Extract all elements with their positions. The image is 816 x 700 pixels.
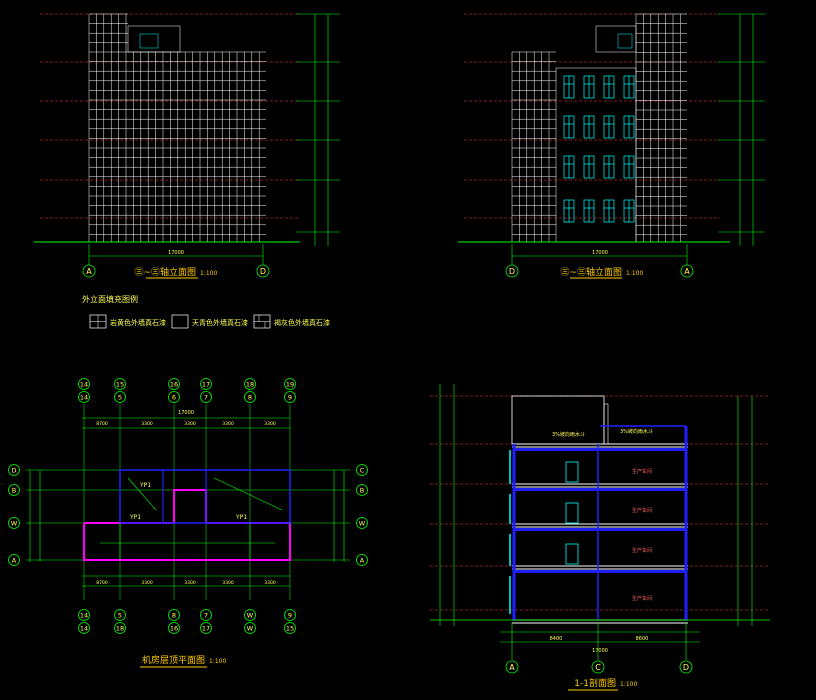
roof-slope-label-2: 3%坡向雨水斗: [620, 428, 653, 435]
material-legend: 外立面填充图例 岩黄色外墙真石漆 天青色外墙真石漆 褐灰色外墙真石漆: [82, 294, 330, 329]
window-bands: [563, 75, 635, 223]
plan-axis-label: D: [11, 467, 16, 475]
section-axis-c: C: [595, 663, 601, 672]
bottom-dim-2: 8600: [636, 636, 649, 642]
section-1-1: 生产车间 生产车间 生产车间 生产车间 3%坡向雨水斗 3%坡向雨水斗 1700…: [430, 384, 770, 691]
section-total-dim: 17000: [592, 648, 608, 654]
plan-dim-text: 3300: [141, 580, 153, 586]
level-lines: [464, 13, 720, 219]
total-dimension: 17000: [168, 250, 184, 256]
plan-axis-label: 16: [170, 625, 178, 633]
elevation-title: ㊂~㊂轴立面图: [560, 266, 622, 278]
dimension-chain-right: [718, 13, 765, 246]
plan-axis-lines: [26, 404, 350, 600]
yp-label-3: YP1: [139, 482, 151, 489]
plan-axis-label: W: [359, 520, 366, 528]
legend-heading: 外立面填充图例: [82, 294, 138, 304]
axis-label-right: A: [684, 267, 690, 276]
plan-axis-label: 14: [80, 625, 88, 633]
curtain-wall-grid: [88, 13, 266, 242]
legend-item-3: 褐灰色外墙真石漆: [274, 318, 330, 327]
elevation-left: A D 17000 ㊂~㊂轴立面图 1:100: [34, 13, 340, 279]
plan-axis-label: W: [11, 520, 18, 528]
elevation-right: D A 17000 ㊂~㊂轴立面图 1:100: [458, 13, 765, 279]
plan-axis-label: 5: [118, 612, 122, 620]
plan-total-dim: 17000: [178, 410, 194, 416]
plan-axis-label: 7: [204, 612, 208, 620]
plan-axis-label: 15: [116, 381, 124, 389]
plan-axis-label: A: [360, 557, 365, 565]
plan-dimension-lines: [29, 417, 345, 587]
plan-dim-text: 8700: [96, 421, 108, 427]
plan-axis-label: B: [12, 487, 16, 495]
axis-label-left: D: [509, 267, 515, 276]
elevation-scale: 1:100: [626, 270, 643, 277]
machine-room-wall: [119, 469, 291, 524]
facade-grid: [511, 13, 687, 243]
yp-label-1: YP1: [129, 514, 141, 521]
roof-parapet-outline: [83, 489, 291, 561]
plan-axis-label: A: [12, 557, 17, 565]
room-label-4: 生产车间: [632, 468, 652, 475]
plan-axis-label: 16: [170, 381, 178, 389]
roof-plan: YP1 YP1 YP1 17000 8700 8700 3300 3300 3300 33…: [8, 378, 368, 668]
plan-axis-label: 15: [286, 625, 294, 633]
plan-axis-label: 14: [80, 612, 88, 620]
plan-dim-text: 3300: [264, 580, 276, 586]
section-dim-chains: [439, 384, 753, 643]
plan-dim-text: 3300: [141, 421, 153, 427]
legend-item-1: 岩黄色外墙真石漆: [110, 318, 166, 327]
section-scale: 1:100: [620, 681, 637, 688]
plan-axis-label: 9: [288, 612, 292, 620]
plan-axis-label: W: [247, 612, 254, 620]
plan-axis-label: 18: [116, 625, 124, 633]
plan-axis-label: 17: [202, 625, 210, 633]
room-label-3: 生产车间: [632, 507, 652, 514]
roof-slope-label-1: 3%坡向雨水斗: [552, 431, 585, 438]
plan-dim-text: 3300: [184, 421, 196, 427]
plan-axis-label: C: [360, 467, 365, 475]
plan-axis-label: 14: [80, 394, 88, 402]
plan-axis-label: 6: [172, 394, 176, 402]
plan-axis-label: 8: [248, 394, 252, 402]
section-title: 1-1剖面图: [574, 677, 616, 689]
plan-dim-text: 3300: [222, 580, 234, 586]
floor-slabs: [512, 443, 688, 624]
level-lines: [430, 395, 770, 611]
room-label-1: 生产车间: [632, 595, 652, 602]
legend-item-2: 天青色外墙真石漆: [192, 318, 248, 327]
plan-dim-text: 3300: [264, 421, 276, 427]
plan-dim-text: 3300: [184, 580, 196, 586]
section-axis-d: D: [683, 663, 689, 672]
plan-axis-label: W: [247, 625, 254, 633]
room-label-2: 生产车间: [632, 547, 652, 554]
bottom-dim-1: 8400: [550, 636, 563, 642]
elevation-scale: 1:100: [200, 270, 217, 277]
level-lines: [40, 13, 300, 219]
plan-axis-label: B: [360, 487, 364, 495]
plan-axis-label: 17: [202, 381, 210, 389]
axis-label-right: D: [260, 267, 266, 276]
plan-axis-label: 7: [204, 394, 208, 402]
plan-dim-text: 8700: [96, 580, 108, 586]
yp-label-2: YP1: [235, 514, 247, 521]
plan-axis-label: 14: [80, 381, 88, 389]
plan-title: 机房层顶平面图: [142, 654, 205, 666]
plan-axis-label: 5: [118, 394, 122, 402]
plan-axis-label: 18: [246, 381, 254, 389]
total-dimension: 17000: [592, 250, 608, 256]
plan-axis-label: 19: [286, 381, 294, 389]
plan-dimension-texts: 8700 8700 3300 3300 3300 3300 3300 3300 3300 3300: [96, 421, 276, 586]
axis-label-left: A: [86, 267, 92, 276]
plan-axis-label: 9: [288, 394, 292, 402]
plan-scale: 1:100: [209, 658, 226, 665]
dimension-chain-right: [296, 13, 340, 246]
plan-dim-text: 3300: [222, 421, 234, 427]
plan-axis-label: 8: [172, 612, 176, 620]
elevation-title: ㊂~㊂轴立面图: [134, 266, 196, 278]
section-axis-a: A: [509, 663, 515, 672]
